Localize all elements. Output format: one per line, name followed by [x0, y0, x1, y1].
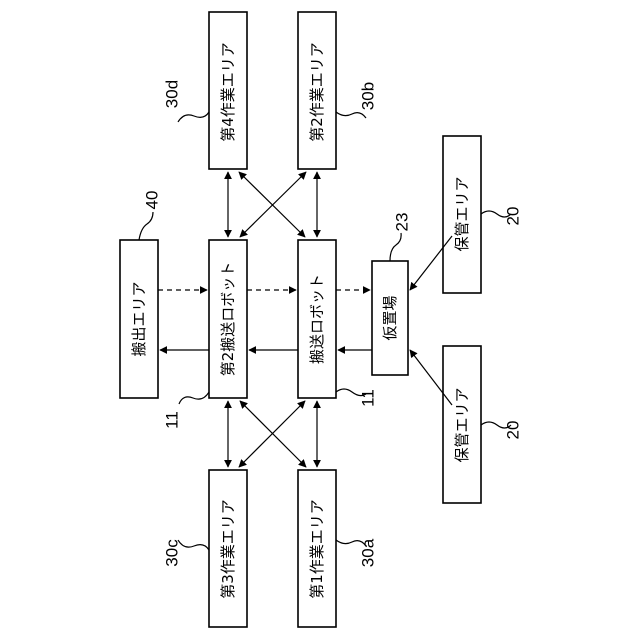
ref-label-storage-area-lower: 20 [504, 421, 523, 440]
ref-work-area-1: 30a [336, 538, 378, 567]
ref-work-area-2: 30b [336, 82, 378, 118]
ref-carry-out-area: 40 [139, 191, 162, 240]
box-storage-area-lower: 保管エリア [443, 346, 481, 503]
ref-label-transport-robot: 11 [359, 389, 378, 407]
box-work-area-1: 第1作業エリア [298, 470, 336, 627]
box-work-area-4: 第4作業エリア [209, 12, 247, 169]
arrow-robot2-workarea2 [240, 172, 306, 237]
ref-label-storage-area-upper: 20 [504, 207, 523, 226]
arrow-robot1-workarea4 [239, 172, 305, 237]
label-temporary-placement: 仮置場 [381, 295, 399, 340]
ref-label-work-area-3: 30c [163, 539, 182, 567]
ref-label-work-area-4: 30d [163, 80, 182, 108]
arrow-robot1-workarea3 [239, 401, 305, 467]
arrow-robot2-workarea1 [240, 401, 306, 467]
label-carry-out-area: 搬出エリア [130, 281, 148, 356]
label-work-area-4: 第4作業エリア [219, 42, 237, 142]
box-work-area-2: 第2作業エリア [298, 12, 336, 169]
ref-work-area-4: 30d [163, 80, 210, 122]
box-transport-robot: 搬送ロボット [298, 240, 336, 398]
ref-transport-robot: 11 [336, 389, 378, 407]
ref-work-area-3: 30c [163, 539, 210, 567]
box-storage-area-upper: 保管エリア [443, 136, 481, 293]
ref-second-transport-robot: 11 [163, 392, 210, 429]
ref-storage-area-upper: 20 [481, 207, 523, 226]
ref-label-temporary-placement: 23 [393, 213, 412, 232]
label-work-area-1: 第1作業エリア [308, 499, 326, 599]
box-temporary-placement: 仮置場 [372, 261, 408, 375]
ref-label-work-area-2: 30b [359, 82, 378, 110]
ref-label-second-transport-robot: 11 [163, 411, 182, 429]
box-second-transport-robot: 第2搬送ロボット [209, 240, 247, 398]
ref-label-carry-out-area: 40 [143, 191, 162, 210]
label-work-area-2: 第2作業エリア [308, 42, 326, 142]
box-carry-out-area: 搬出エリア [120, 240, 158, 398]
label-storage-area-lower: 保管エリア [453, 387, 471, 462]
label-work-area-3: 第3作業エリア [219, 499, 237, 599]
box-work-area-3: 第3作業エリア [209, 470, 247, 627]
label-second-transport-robot: 第2搬送ロボット [219, 262, 237, 377]
label-transport-robot: 搬送ロボット [308, 274, 326, 364]
ref-temporary-placement: 23 [390, 213, 412, 261]
ref-storage-area-lower: 20 [481, 421, 523, 440]
ref-label-work-area-1: 30a [359, 538, 378, 567]
label-storage-area-upper: 保管エリア [453, 176, 471, 251]
